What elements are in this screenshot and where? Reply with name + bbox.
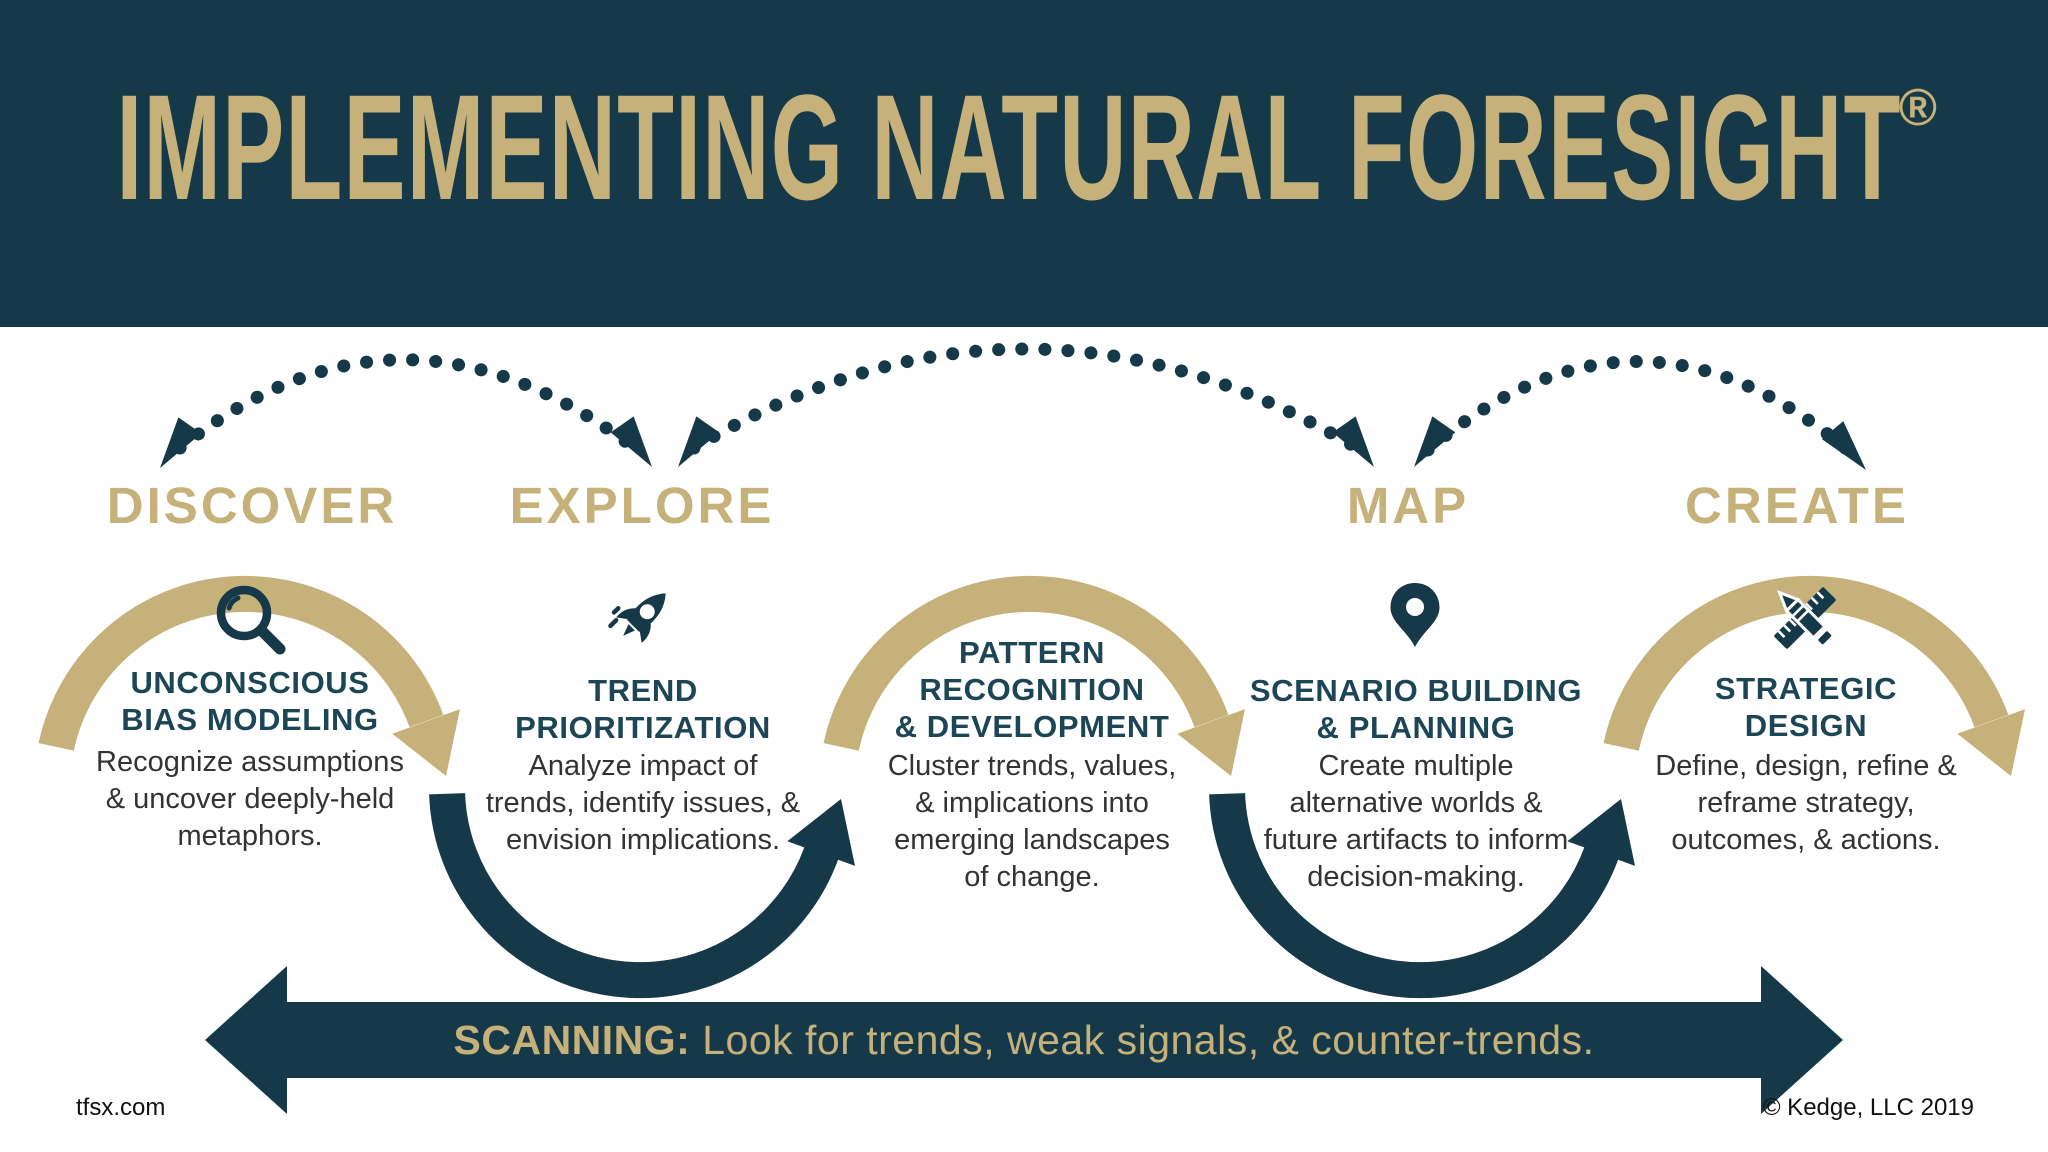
phase-heading-unconscious-bias-modeling: UNCONSCIOUS BIAS MODELING [121, 665, 379, 737]
pencil-ruler-icon [1774, 587, 1836, 649]
phase-description: Recognize assumptions & uncover deeply-h… [96, 746, 404, 852]
phase-description: Create multiple alternative worlds & fut… [1263, 750, 1569, 893]
phase-description: Analyze impact of trends, identify issue… [485, 750, 801, 856]
map-pin-icon [1390, 583, 1440, 647]
phase-description: Define, design, refine & reframe strateg… [1655, 750, 1957, 856]
arrowhead-into-map-left [1332, 416, 1374, 467]
phase-heading-scenario-building: SCENARIO BUILDING & PLANNING [1249, 673, 1583, 745]
website-link: tfsx.com [76, 1094, 166, 1121]
phase-heading-strategic-design: STRATEGIC DESIGN [1714, 671, 1898, 743]
phase-description: Cluster trends, values, & implications i… [887, 750, 1177, 893]
scanning-description: Look for trends, weak signals, & counter… [690, 1016, 1595, 1063]
gold-arch-create [1603, 575, 2009, 751]
copyright-notice: © Kedge, LLC 2019 [1762, 1094, 1974, 1121]
arrowhead-into-map-right [1414, 416, 1456, 467]
phase-label-explore: EXPLORE [509, 477, 775, 534]
teal-valley-explore [429, 793, 839, 999]
rocket-icon [608, 593, 666, 643]
page-title-text: IMPLEMENTING NATURAL FORESIGHT [116, 63, 1902, 231]
gold-arch-arrowhead-2 [1177, 709, 1245, 776]
gold-arch-pattern [823, 575, 1229, 751]
dotted-arc-explore-map [687, 342, 1364, 455]
scanning-double-arrow [205, 966, 1843, 1114]
teal-valley-arrowhead-2 [1567, 799, 1635, 866]
dotted-arc-map-create [1421, 355, 1857, 459]
arrowhead-into-explore-right [678, 416, 720, 467]
teal-valley-arrowhead-1 [787, 799, 855, 866]
phase-label-map: MAP [1346, 477, 1470, 534]
scanning-label: SCANNING: [453, 1016, 691, 1063]
arrowhead-into-create [1821, 421, 1866, 470]
phase-label-create: CREATE [1685, 477, 1909, 534]
header-band [0, 0, 2048, 327]
gold-arch-arrowhead-3 [1957, 709, 2025, 776]
arrowhead-into-discover [160, 417, 202, 468]
phase-label-discover: DISCOVER [106, 477, 398, 534]
teal-valley-map [1209, 793, 1619, 999]
phase-heading-pattern-recognition: PATTERN RECOGNITION & DEVELOPMENT [894, 635, 1170, 744]
magnifier-icon [216, 585, 286, 655]
arrowhead-into-explore-left [610, 416, 652, 467]
phase-heading-trend-prioritization: TREND PRIORITIZATION [515, 673, 771, 745]
scanning-banner: SCANNING: Look for trends, weak signals,… [287, 1002, 1761, 1078]
dotted-arc-discover-explore [173, 353, 640, 455]
gold-arch-arrowhead-1 [392, 709, 460, 776]
registered-trademark-symbol: ® [1898, 79, 1940, 137]
page-title: IMPLEMENTING NATURAL FORESIGHT® [116, 72, 1937, 222]
